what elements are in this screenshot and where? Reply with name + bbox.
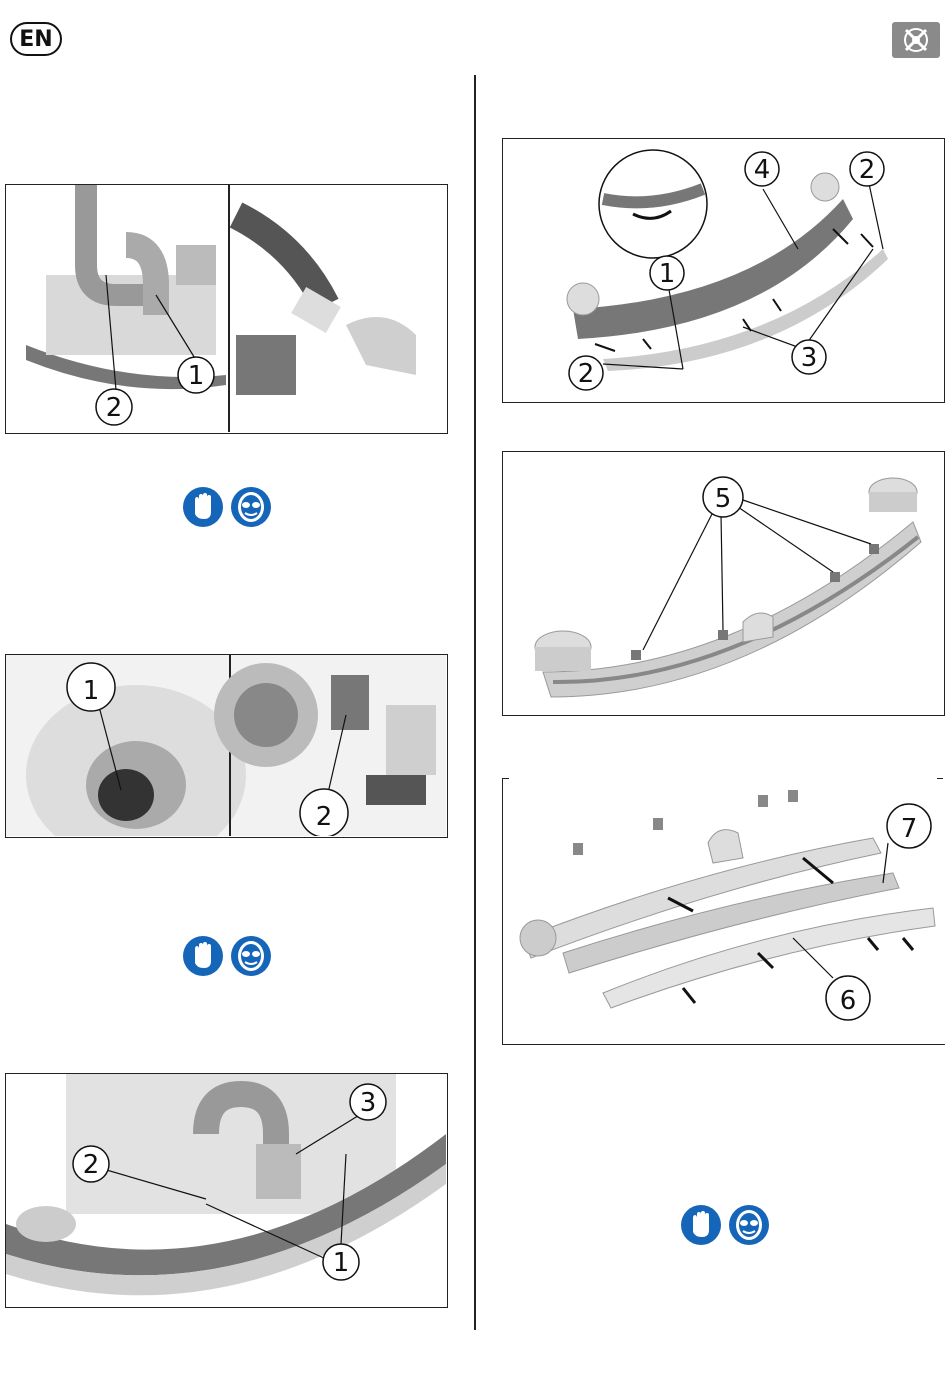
callout-label: 2 [83,1150,100,1180]
figure-squeegee-knobs: 5 [502,451,945,716]
ppe-icons [182,486,272,528]
figure-squeegee-mount: 2 1 3 [5,1073,448,1308]
callout-label: 1 [188,361,205,391]
callout-label: 2 [316,802,333,832]
figure-blade-removal: 1 2 3 4 2 [502,138,945,403]
callout-label: 1 [333,1248,350,1278]
figure-drain-filter: 1 2 [5,654,448,838]
callout-label: 2 [578,359,595,389]
figure-hose-removal: 1 2 [5,184,448,434]
safety-goggles-icon [230,935,272,977]
callout-label: 2 [106,393,123,423]
callout-label: 2 [859,155,876,185]
callout-label: 1 [83,676,100,706]
callout-label: 4 [754,155,771,185]
tools-icon [892,22,940,58]
callout-label: 7 [901,814,918,844]
gloves-icon [182,486,224,528]
safety-goggles-icon [728,1204,770,1246]
ppe-icons [182,935,272,977]
gloves-icon [680,1204,722,1246]
gloves-icon [182,935,224,977]
language-badge: EN [10,22,62,56]
callout-label: 5 [715,484,732,514]
ppe-icons [680,1204,770,1246]
callout-label: 6 [840,986,857,1016]
callout-label: 3 [801,343,818,373]
callout-label: 3 [360,1088,377,1118]
column-divider [474,75,476,1330]
callout-label: 1 [659,259,676,289]
figure-blade-exploded: 7 6 [502,778,945,1045]
safety-goggles-icon [230,486,272,528]
